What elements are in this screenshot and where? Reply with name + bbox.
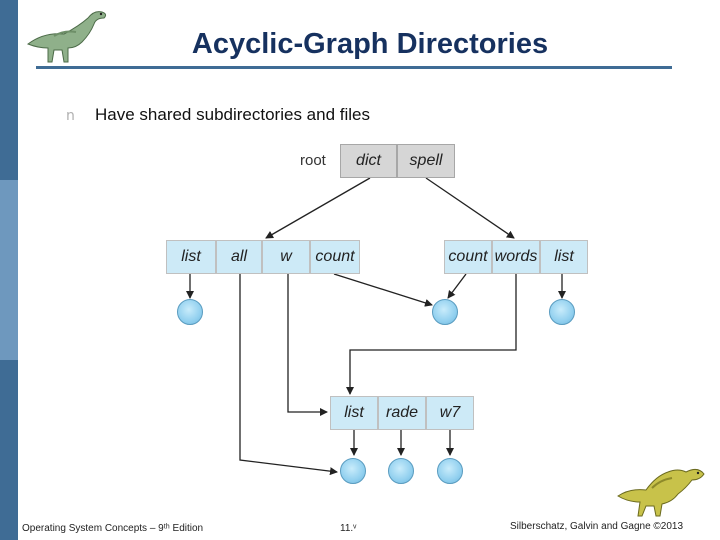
subdir-entry: list (330, 396, 378, 430)
footer-left: Operating System Concepts – 9ᵗʰ Edition (22, 523, 204, 534)
edge-words-to-subdir (346, 274, 517, 395)
edge-dict-to-dir (265, 177, 371, 239)
root-entry: spell (397, 144, 455, 178)
edge-w-to-subdir (287, 274, 328, 416)
root-entry: dict (340, 144, 397, 178)
footer-page-number: 11.ᵛ (340, 523, 357, 534)
footer-right: Silberschatz, Galvin and Gagne ©2013 (510, 521, 684, 532)
dict-entry: list (166, 240, 216, 274)
dict-entry: count (310, 240, 360, 274)
file-node (340, 458, 366, 484)
dict-entry: all (216, 240, 262, 274)
subdir-entry: rade (378, 396, 426, 430)
edge-count-to-shared-file (333, 273, 433, 307)
edge-all-to-file (239, 274, 338, 476)
title-underline (36, 66, 672, 69)
file-node (388, 458, 414, 484)
slide-title: Acyclic-Graph Directories (191, 28, 549, 60)
spell-entry: list (540, 240, 588, 274)
dinosaur-icon (617, 468, 705, 517)
dinosaur-icon (26, 11, 107, 63)
file-node (549, 299, 575, 325)
spell-entry: words (492, 240, 540, 274)
root-label: root (300, 152, 326, 169)
sidebar-stripe-top (0, 0, 18, 180)
sidebar-stripe-bottom (0, 360, 18, 540)
sidebar-stripe-middle (0, 180, 18, 360)
dict-entry: w (262, 240, 310, 274)
file-node (432, 299, 458, 325)
file-node (437, 458, 463, 484)
file-node (177, 299, 203, 325)
subdir-entry: w7 (426, 396, 474, 430)
edge-spell-to-dir (425, 177, 515, 239)
bullet-text: Have shared subdirectories and files (95, 105, 370, 124)
edge-spell-count-to-file (447, 273, 467, 299)
bullet-marker: n (66, 108, 75, 124)
spell-entry: count (444, 240, 492, 274)
